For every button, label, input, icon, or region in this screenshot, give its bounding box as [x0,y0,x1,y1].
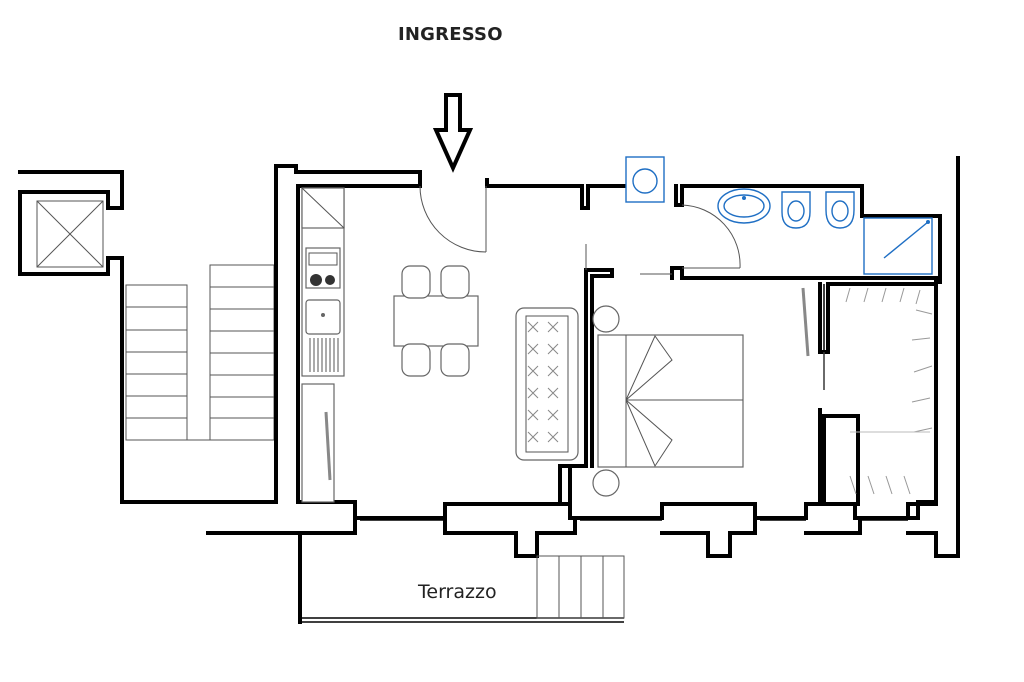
bathroom-door [681,204,741,269]
sofa [515,307,579,461]
apartment-walls [206,156,960,558]
bidet-icon [781,191,811,229]
terrace [298,531,625,624]
entrance-door [419,185,487,253]
entrance-label: INGRESSO [398,24,503,45]
double-bed [592,305,744,497]
walk-in-closet [845,287,933,495]
staircase [125,264,275,441]
toilet-icon [825,191,855,229]
elevator-shaft [18,170,278,504]
sink-icon [717,188,771,224]
shower-icon [863,217,933,275]
arrow-down-icon [432,93,474,173]
kitchen-counter [301,187,345,503]
dining-table [393,265,479,377]
bathroom [625,156,933,275]
terrace-label: Terrazzo [418,581,497,603]
